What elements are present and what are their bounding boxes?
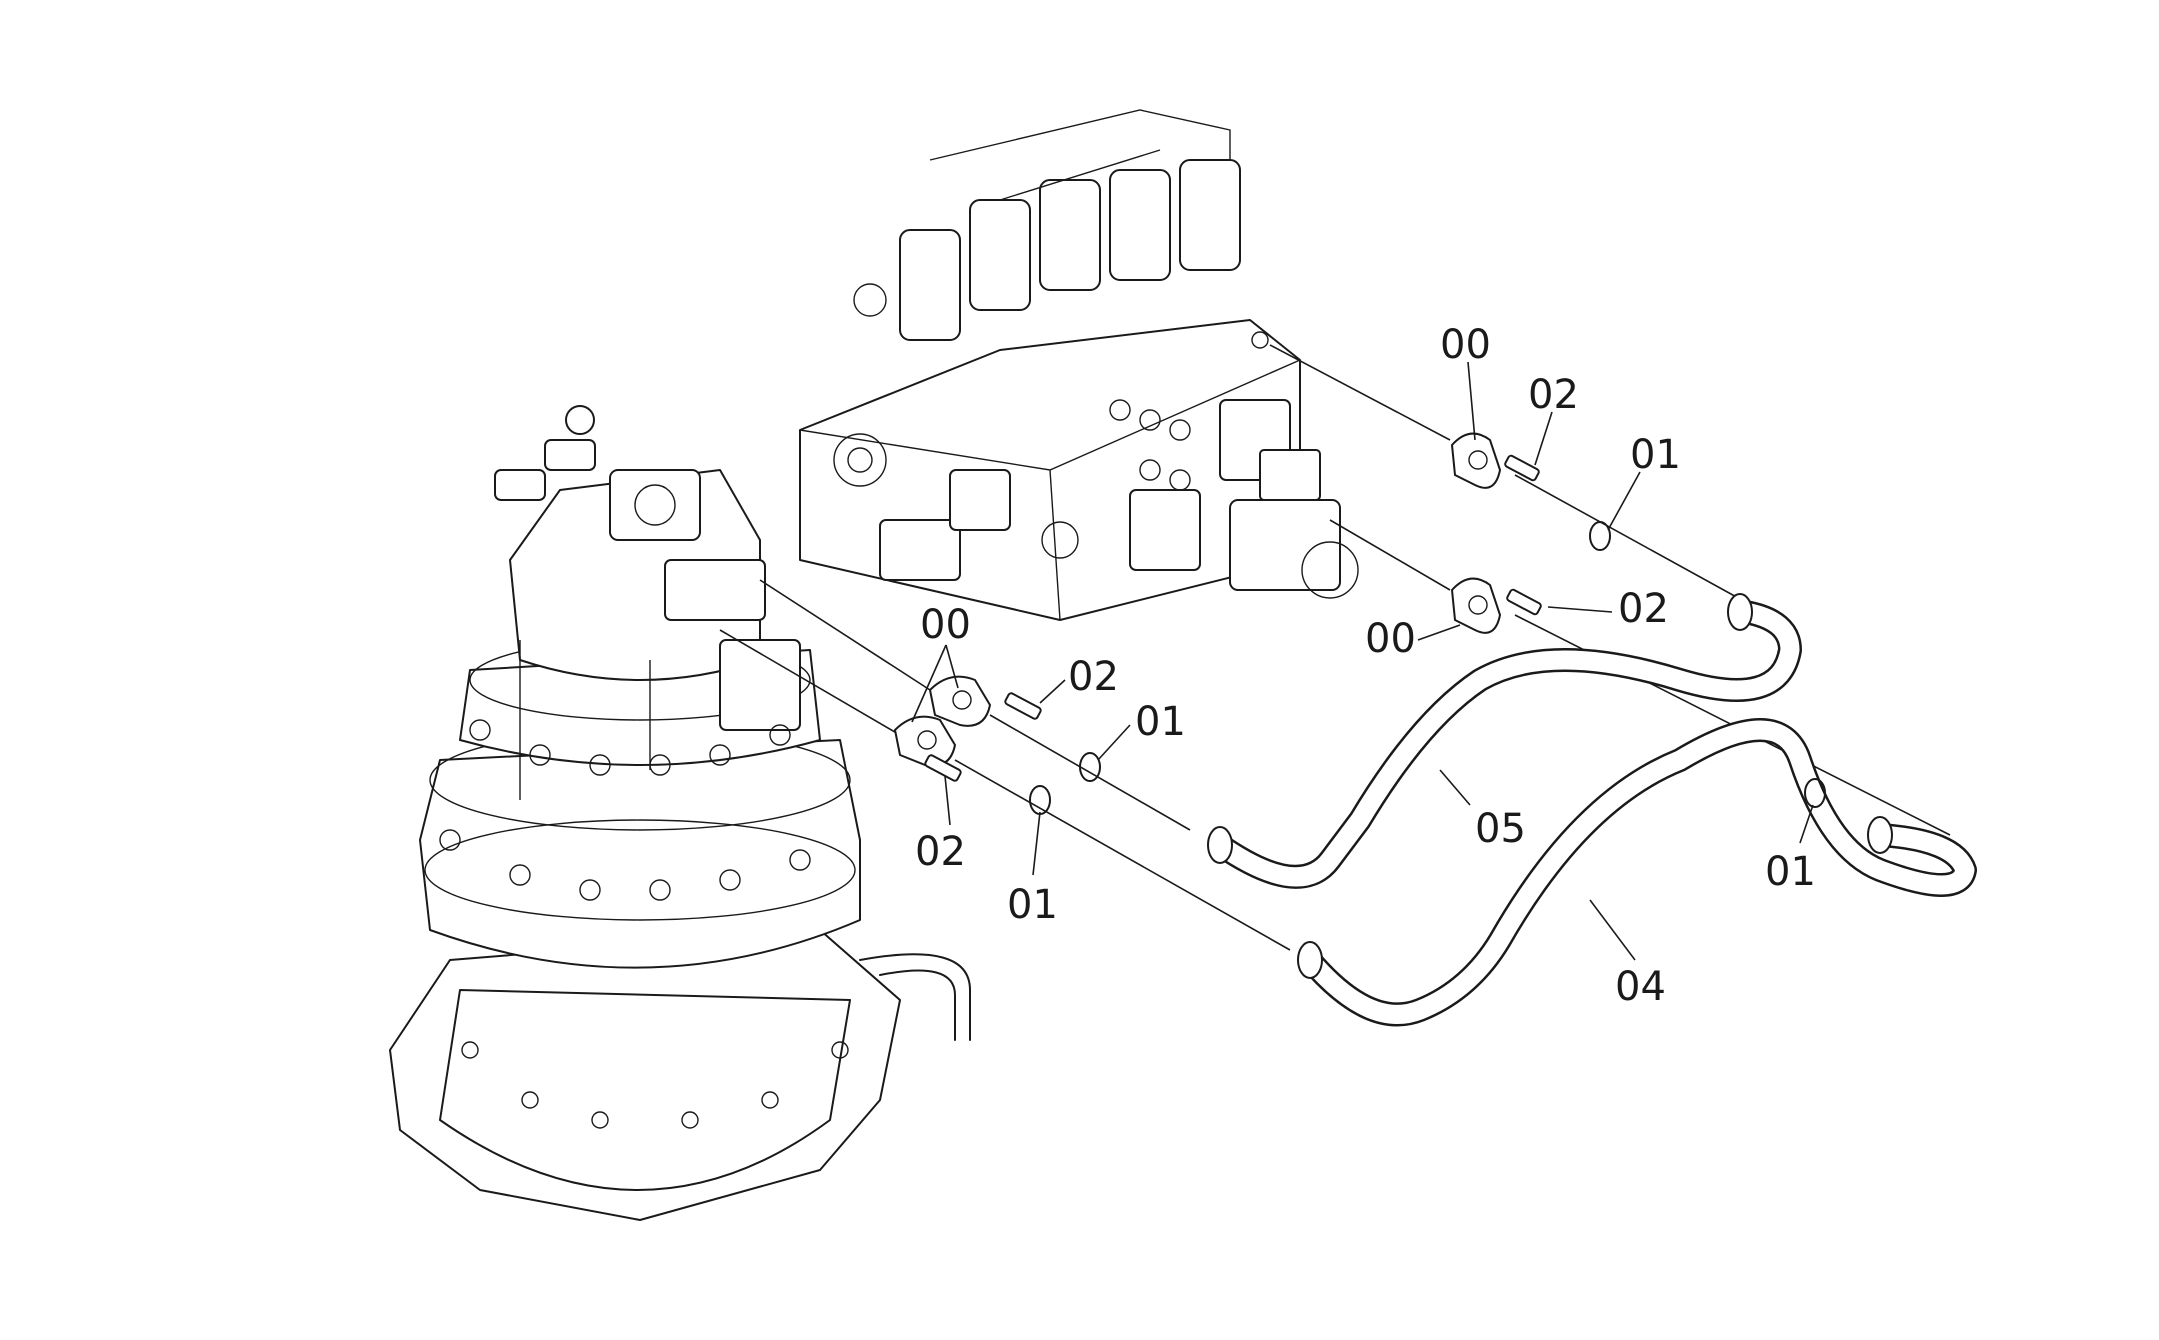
bolt-mid-right <box>1506 588 1542 616</box>
label-oring-upper: 01 <box>1630 432 1681 478</box>
label-oring-right-lower: 01 <box>1765 849 1816 895</box>
label-hose-05: 05 <box>1475 806 1526 852</box>
part-labels: 00 02 01 02 00 00 02 01 05 02 01 01 04 <box>915 322 1816 1010</box>
bolt-left-upper <box>1004 692 1042 720</box>
label-bolt-mid-right: 02 <box>1618 586 1669 632</box>
callout-leaders <box>911 361 1814 961</box>
hose-05 <box>1207 593 1802 889</box>
label-bolt-upper: 02 <box>1528 372 1579 418</box>
swing-motor <box>389 405 971 1221</box>
oring-upper-right <box>1589 521 1611 551</box>
flange-upper-right <box>1451 432 1501 489</box>
label-flange-mid-right: 00 <box>1365 616 1416 662</box>
label-oring-left-upper: 01 <box>1135 699 1186 745</box>
bolt-upper-right <box>1504 454 1540 482</box>
label-hose-04: 04 <box>1615 964 1666 1010</box>
control-valve <box>799 109 1359 621</box>
oring-left-upper <box>1079 752 1101 782</box>
label-bolt-left-upper: 02 <box>1068 654 1119 700</box>
bolt-left-lower <box>924 754 962 782</box>
label-bolt-left-lower: 02 <box>915 829 966 875</box>
flange-left-upper <box>929 675 991 727</box>
flange-mid-right <box>1451 577 1501 634</box>
label-flange-left: 00 <box>920 602 971 648</box>
oring-left-lower <box>1029 785 1051 815</box>
label-oring-left-lower: 01 <box>1007 882 1058 928</box>
oring-right-lower <box>1804 778 1826 808</box>
flange-left-lower <box>894 715 956 767</box>
hose-04 <box>1297 718 1977 1027</box>
label-flange-upper: 00 <box>1440 322 1491 368</box>
